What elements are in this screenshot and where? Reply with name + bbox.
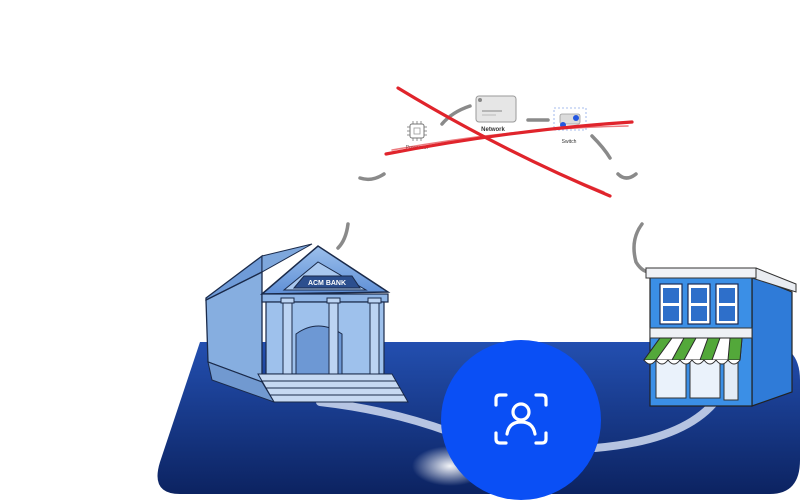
store-building	[643, 267, 797, 407]
store-awning	[643, 337, 743, 365]
switch-label: Switch	[562, 139, 577, 145]
switch-icon	[553, 107, 587, 131]
network-label: Network	[481, 127, 505, 133]
network-card-icon	[475, 95, 517, 123]
bank-building: ACM BANK	[205, 243, 409, 403]
switch-node: Switch	[553, 107, 587, 145]
face-id-button[interactable]	[441, 340, 601, 500]
face-id-icon	[494, 393, 548, 445]
bank-sign-text: ACM BANK	[308, 280, 346, 287]
blocked-cross	[384, 86, 634, 198]
network-node: Network	[475, 95, 517, 133]
chip-icon	[407, 121, 427, 141]
bank-sign: ACM BANK	[292, 275, 361, 289]
